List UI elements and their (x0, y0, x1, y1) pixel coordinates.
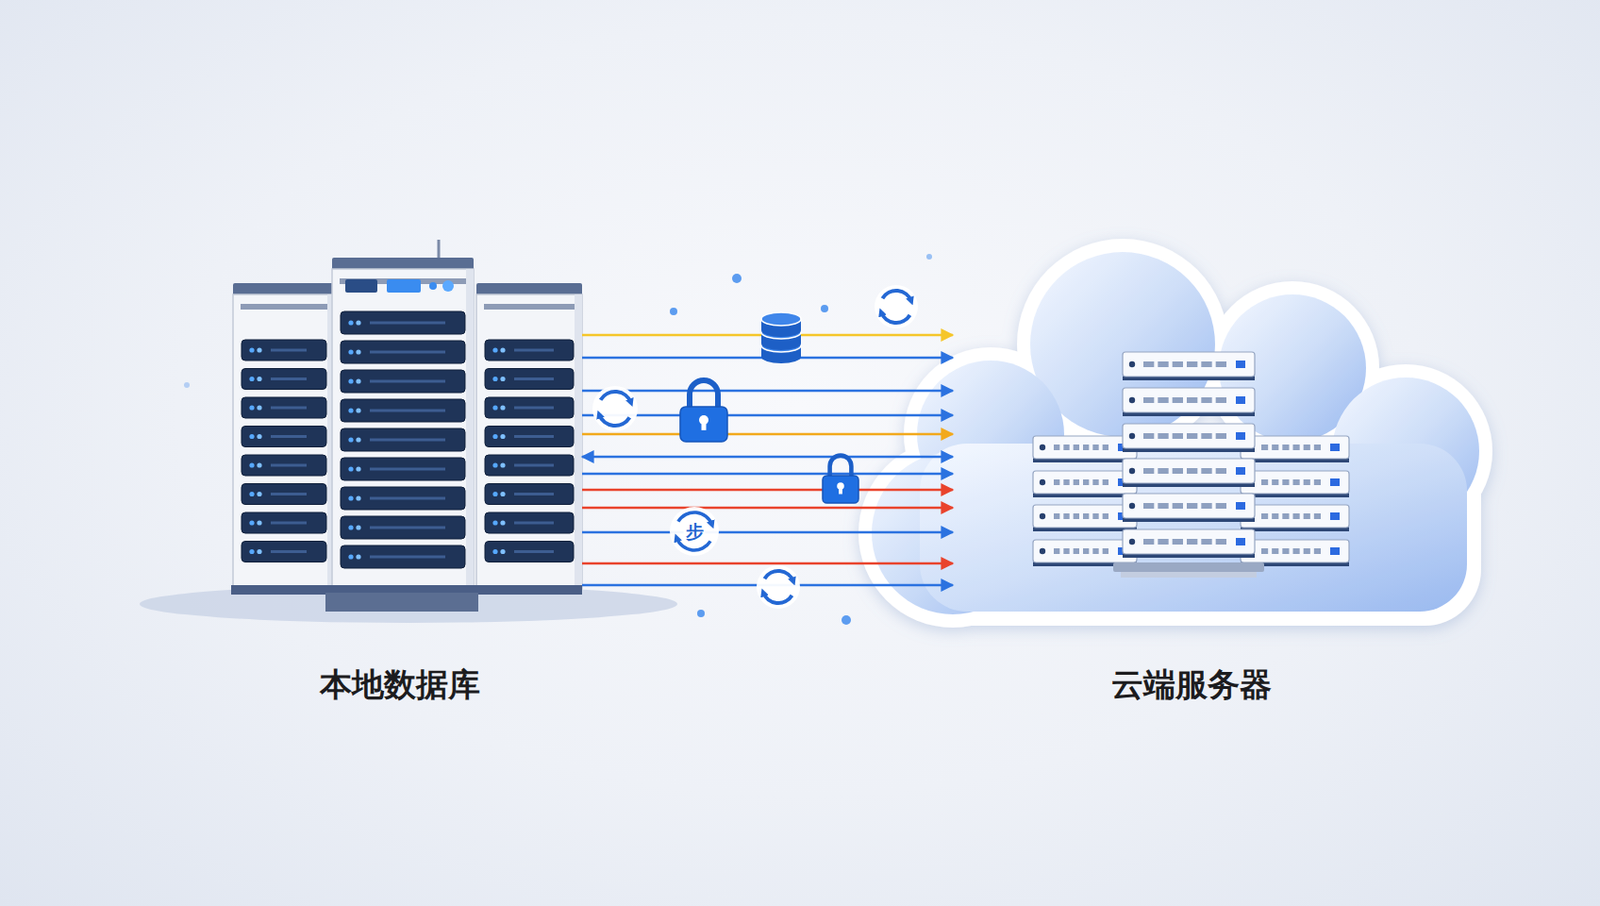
sync-step-label: 步 (683, 520, 706, 543)
cloud-server: 云端服务器 (952, 247, 1431, 712)
sync-arrow (582, 562, 953, 566)
database-icon (761, 312, 801, 364)
node-label: 云端服务器 (1111, 665, 1272, 704)
sync-icon (756, 565, 800, 609)
rack-shadow (139, 584, 678, 623)
rack-tower (233, 283, 335, 589)
server-rack (231, 239, 583, 612)
rack-tower (476, 283, 583, 589)
rack-tower (332, 257, 474, 595)
sync-icon (874, 284, 918, 329)
sync-arrow (582, 531, 953, 534)
decor-dots (183, 253, 933, 625)
node-label: 本地数据库 (319, 665, 481, 704)
sync-arrow (582, 506, 953, 510)
sync-arrow (582, 488, 953, 492)
sync-arrow (582, 433, 953, 436)
sync-arrow (582, 472, 953, 476)
cloud-shape (858, 238, 1493, 628)
lock-icon (822, 455, 859, 503)
sync-icon (669, 506, 719, 556)
sync-icon (592, 385, 638, 432)
sync-arrow (582, 455, 953, 459)
sync-arrow (582, 389, 953, 393)
cloud-servers (1033, 351, 1350, 578)
sync-arrow (582, 414, 953, 417)
local-database: 本地数据库 (216, 247, 583, 712)
lock-icon (680, 380, 728, 442)
